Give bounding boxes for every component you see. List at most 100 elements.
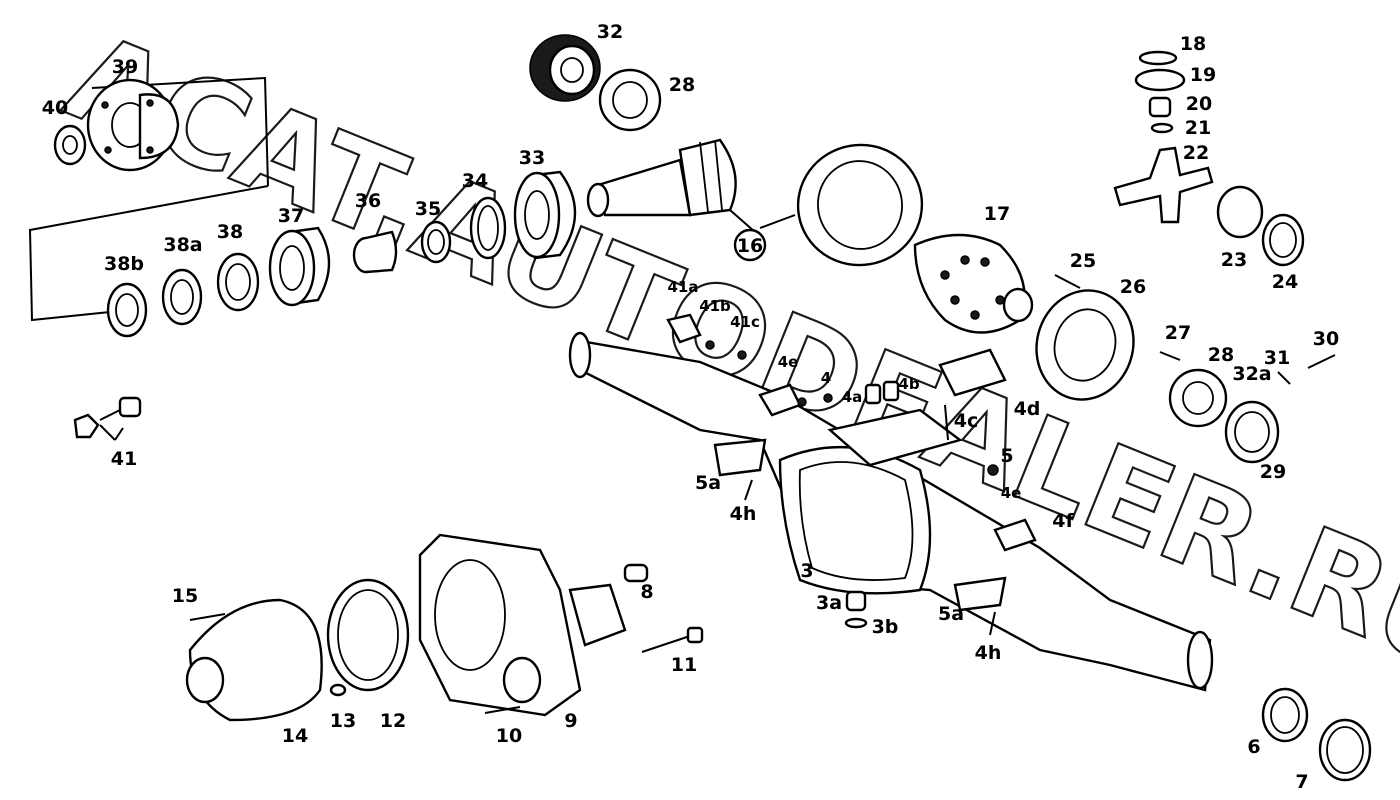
bearing-retainer-26 [1035,289,1135,401]
seal-38a [161,268,203,326]
callout-18: 18 [1180,33,1206,55]
bearing-28-top [598,68,662,132]
callout-4: 4 [821,369,831,387]
gear-32 [529,34,601,102]
callout-41b: 41b [699,297,731,315]
callout-41: 41 [111,448,137,470]
flange-nut [53,124,87,166]
callout-20: 20 [1186,93,1212,115]
callout-26: 26 [1120,276,1146,298]
callout-34: 34 [462,170,488,192]
ring-6 [1261,687,1309,743]
callout-7: 7 [1295,771,1308,793]
callout-4d: 4d [1014,398,1041,420]
callout-10: 10 [496,725,522,747]
housing-hardware [666,313,1037,636]
callout-12: 12 [380,710,406,732]
callout-33: 33 [519,147,545,169]
bolt-25 [1054,274,1081,289]
callout-38a: 38a [163,234,202,256]
callout-38b: 38b [104,253,144,275]
seal-38b [106,282,148,338]
plug-8 [623,563,649,583]
pinion-bearing-row [106,170,577,338]
washer-13 [329,683,347,697]
callout-4a: 4a [842,388,863,406]
callout-16: 16 [737,235,763,257]
callout-38: 38 [217,221,243,243]
callout-28: 28 [669,74,695,96]
callout-39: 39 [112,56,138,78]
bolt-15 [189,613,226,621]
shim-35 [420,220,452,264]
callout-40: 40 [42,97,68,119]
callout-4f: 4f [1052,510,1074,532]
callout-8: 8 [640,581,653,603]
adjuster-29 [1224,400,1280,464]
carrier-9 [418,533,627,717]
ring-gear [733,143,924,267]
lock-31 [1277,371,1291,385]
bolt-30 [1307,354,1336,369]
callout-29: 29 [1260,461,1286,483]
callout-35: 35 [415,198,441,220]
callout-11: 11 [671,654,697,676]
callout-31: 31 [1264,347,1290,369]
cover-14 [185,598,323,722]
spider-gear-set [1113,50,1305,267]
callout-5: 5 [1000,445,1013,467]
callout-25: 25 [1070,250,1096,272]
callout-15: 15 [172,585,198,607]
callout-30: 30 [1313,328,1339,350]
bolt-27 [1159,351,1181,361]
pinion-flange-group [28,76,269,322]
callout-36: 36 [355,190,381,212]
callout-4h-right: 4h [975,642,1002,664]
callout-3b: 3b [872,616,899,638]
callout-4c: 4c [954,410,978,432]
differential-case [913,233,1034,334]
callout-5a-left: 5a [695,472,721,494]
pinion-shaft [586,138,796,233]
callout-4h-left: 4h [730,503,757,525]
bearing-37 [268,226,331,307]
ring-7 [1318,718,1372,782]
callout-23: 23 [1221,249,1247,271]
callout-22: 22 [1183,142,1209,164]
callout-28b: 28 [1208,344,1234,366]
callout-4e-bottom: 4e [1001,484,1022,502]
callout-41c: 41c [730,313,760,331]
bolt-10 [484,706,521,714]
callout-5a-right: 5a [938,603,964,625]
spacer-36 [352,230,398,274]
callout-27: 27 [1165,322,1191,344]
callout-13: 13 [330,710,356,732]
callout-19: 19 [1190,64,1216,86]
callout-14: 14 [282,725,308,747]
callout-4b: 4b [898,375,919,393]
callout-24: 24 [1272,271,1298,293]
ring-34 [469,196,507,260]
callout-37: 37 [278,205,304,227]
seal-38 [216,252,260,312]
callout-41a: 41a [668,278,699,296]
callout-6: 6 [1247,736,1260,758]
pinion-flange [86,78,180,172]
callout-32: 32 [597,21,623,43]
callout-9: 9 [564,710,577,732]
callout-4e-top: 4e [778,353,799,371]
stud-11 [641,626,704,653]
bearing-33 [513,170,577,260]
callout-3a: 3a [816,592,842,614]
callout-32a: 32a [1232,363,1271,385]
callout-21: 21 [1185,117,1211,139]
bolt-41 [73,396,142,441]
callout-3: 3 [800,560,813,582]
callout-17: 17 [984,203,1010,225]
callout-labels: 39 40 32 28 18 19 20 21 22 33 34 36 35 3… [42,21,1339,793]
axle-housing [568,331,1214,692]
bearing-28-right [1168,368,1228,428]
gasket-12 [326,578,410,692]
